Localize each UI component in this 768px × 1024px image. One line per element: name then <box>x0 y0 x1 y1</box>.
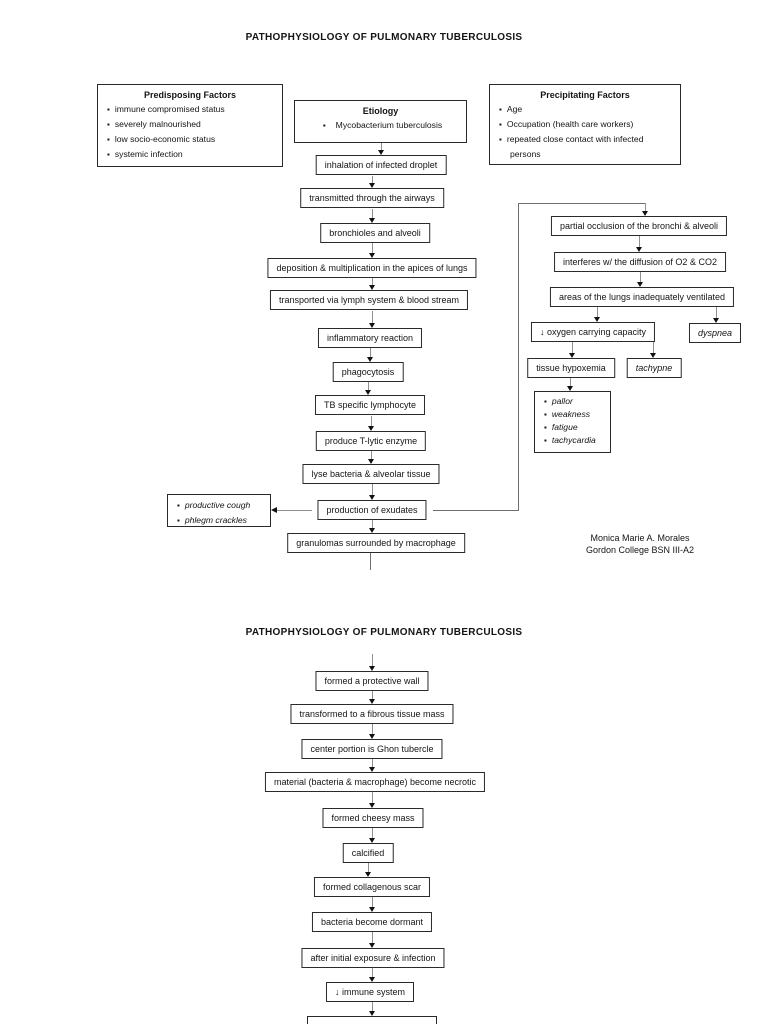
flow-box-granulomas: granulomas surrounded by macrophage <box>287 533 465 553</box>
arrow-down-icon <box>369 932 376 948</box>
flow-box-inhalation: inhalation of infected droplet <box>315 155 447 175</box>
flow-box-deposition: deposition & multiplication in the apice… <box>267 258 477 278</box>
flow-box-cutoff <box>307 1016 437 1024</box>
arrow-down-icon <box>369 654 376 671</box>
page-title: PATHOPHYSIOLOGY OF PULMONARY TUBERCULOSI… <box>245 32 523 43</box>
precipitating-factors-title: Precipitating Factors <box>540 90 630 100</box>
list-item: Mycobacterium tuberculosis <box>304 118 461 133</box>
flow-box-tachypne: tachypne <box>626 358 682 378</box>
arrow-down-icon <box>368 451 375 464</box>
list-item: low socio-economic status <box>107 132 277 147</box>
arrow-down-icon <box>650 342 657 358</box>
etiology-title: Etiology <box>362 106 399 116</box>
predisposing-factors-box: Predisposing Factors immune compromised … <box>97 84 283 167</box>
cough-signs-box: productive cough phlegm crackles <box>167 494 271 527</box>
flow-box-collagenous-scar: formed collagenous scar <box>313 877 431 897</box>
arrow-down-icon <box>594 307 601 322</box>
arrow-down-icon <box>369 724 376 739</box>
flow-box-ventilated: areas of the lungs inadequately ventilat… <box>549 287 735 307</box>
arrow-down-icon <box>369 311 376 328</box>
connector-line <box>518 203 519 511</box>
etiology-box: Etiology Mycobacterium tuberculosis <box>294 100 467 143</box>
arrow-down-icon <box>367 348 374 362</box>
flow-box-exposure: after initial exposure & infection <box>301 948 445 968</box>
arrow-down-icon <box>365 382 372 395</box>
list-item: productive cough <box>177 498 265 513</box>
flow-box-oxygen-capacity: ↓ oxygen carrying capacity <box>530 322 656 342</box>
arrow-down-icon <box>369 243 376 258</box>
author-school: Gordon College BSN III-A2 <box>585 545 695 555</box>
arrow-down-icon <box>636 236 643 252</box>
arrow-down-icon <box>369 691 376 704</box>
flow-box-t-lytic: produce T-lytic enzyme <box>315 431 427 451</box>
predisposing-factors-title: Predisposing Factors <box>143 90 237 100</box>
arrow-down-icon <box>369 968 376 982</box>
flow-box-inflammatory: inflammatory reaction <box>317 328 423 348</box>
arrow-down-icon <box>369 897 376 912</box>
flow-box-dyspnea: dyspnea <box>688 323 742 343</box>
arrow-down-icon <box>567 378 574 391</box>
flow-box-tb-lymphocyte: TB specific lymphocyte <box>314 395 426 415</box>
arrow-down-icon <box>569 342 576 358</box>
hypoxemia-signs-box: pallor weakness fatigue tachycardia <box>534 391 611 453</box>
flow-box-cheesy-mass: formed cheesy mass <box>322 808 424 828</box>
list-item: systemic infection <box>107 147 277 162</box>
list-item: Occupation (health care workers) <box>499 117 675 132</box>
flow-box-calcified: calcified <box>342 843 394 863</box>
flow-box-protective-wall: formed a protective wall <box>315 671 429 691</box>
flow-box-phagocytosis: phagocytosis <box>332 362 404 382</box>
flow-box-necrotic: material (bacteria & macrophage) become … <box>264 772 486 792</box>
flow-box-diffusion: interferes w/ the diffusion of O2 & CO2 <box>554 252 726 272</box>
flow-box-bronchioles: bronchioles and alveoli <box>320 223 430 243</box>
list-item: Age <box>499 102 675 117</box>
list-item: pallor <box>544 395 605 408</box>
etiology-list: Mycobacterium tuberculosis <box>300 118 461 133</box>
list-item: repeated close contact with infected per… <box>499 132 675 162</box>
arrow-down-icon <box>642 203 649 216</box>
flow-box-tissue-hypoxemia: tissue hypoxemia <box>527 358 615 378</box>
flow-box-dormant: bacteria become dormant <box>311 912 433 932</box>
connector-line <box>277 510 312 511</box>
arrow-down-icon <box>369 792 376 808</box>
flow-box-ghon-tubercle: center portion is Ghon tubercle <box>301 739 443 759</box>
list-item: phlegm crackles <box>177 513 265 528</box>
arrow-down-icon <box>369 759 376 772</box>
arrow-down-icon <box>637 272 644 287</box>
flow-box-partial-occlusion: partial occlusion of the bronchi & alveo… <box>550 216 728 236</box>
list-item: weakness <box>544 408 605 421</box>
arrow-down-icon <box>369 520 376 533</box>
flow-box-lyse: lyse bacteria & alveolar tissue <box>302 464 440 484</box>
author-credit: Monica Marie A. Morales Gordon College B… <box>540 532 740 556</box>
connector-line <box>370 553 371 570</box>
arrow-down-icon <box>369 828 376 843</box>
list-item: fatigue <box>544 421 605 434</box>
arrow-down-icon <box>378 143 385 155</box>
connector-line <box>518 203 646 204</box>
flow-box-transported: transported via lymph system & blood str… <box>269 290 469 310</box>
connector-line <box>433 510 518 511</box>
author-name: Monica Marie A. Morales <box>590 533 690 543</box>
page-title: PATHOPHYSIOLOGY OF PULMONARY TUBERCULOSI… <box>245 627 523 638</box>
flow-box-immune-system: ↓ immune system <box>325 982 415 1002</box>
arrow-down-icon <box>369 176 376 188</box>
arrow-down-icon <box>369 278 376 290</box>
arrow-down-icon <box>368 416 375 431</box>
flow-box-transmitted: transmitted through the airways <box>300 188 444 208</box>
flow-box-exudates: production of exudates <box>317 500 427 520</box>
list-item: tachycardia <box>544 434 605 447</box>
precipitating-factors-box: Precipitating Factors Age Occupation (he… <box>489 84 681 165</box>
predisposing-factors-list: immune compromised status severely malno… <box>103 102 277 162</box>
precipitating-factors-list: Age Occupation (health care workers) rep… <box>495 102 675 162</box>
arrow-left-icon <box>271 507 277 513</box>
arrow-down-icon <box>369 1002 376 1016</box>
arrow-down-icon <box>365 863 372 877</box>
flow-box-fibrous-mass: transformed to a fibrous tissue mass <box>290 704 454 724</box>
arrow-down-icon <box>369 484 376 500</box>
arrow-down-icon <box>369 209 376 223</box>
list-item: immune compromised status <box>107 102 277 117</box>
arrow-down-icon <box>713 307 720 323</box>
list-item: severely malnourished <box>107 117 277 132</box>
